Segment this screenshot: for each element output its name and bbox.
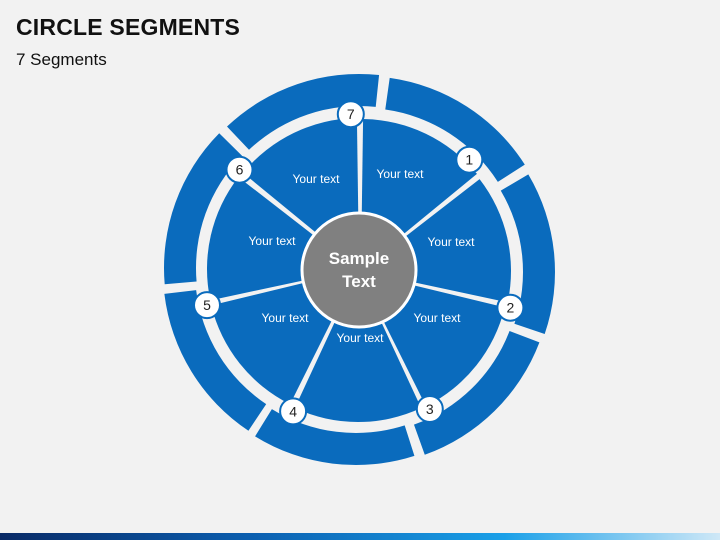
- outer-ring-segment-7: [227, 73, 380, 150]
- segment-label-3: Your text: [414, 311, 462, 325]
- segment-number-3: 3: [426, 401, 434, 417]
- segment-number-badge-1: 1: [455, 145, 484, 174]
- segment-label-2: Your text: [428, 235, 476, 249]
- outer-ring-segment-5: [164, 290, 267, 431]
- center-circle: [300, 211, 418, 329]
- outer-ring-segment-1: [385, 77, 525, 182]
- footer-gradient-bar: [0, 533, 720, 540]
- segment-wedge-4: [294, 272, 422, 422]
- segment-label-5: Your text: [262, 311, 310, 325]
- segment-number-badge-3: 3: [415, 395, 444, 423]
- segment-number-5: 5: [203, 297, 211, 313]
- segment-number-badge-2: 2: [496, 293, 525, 322]
- segment-label-7: Your text: [293, 172, 341, 186]
- center-text-line1: Sample: [329, 249, 389, 268]
- segment-number-badge-6: 6: [225, 155, 254, 184]
- outer-ring-segment-6: [163, 133, 243, 285]
- segment-number-badge-7: 7: [336, 100, 365, 129]
- page-subtitle: 7 Segments: [16, 50, 107, 69]
- segment-number-7: 7: [347, 106, 355, 122]
- segment-number-badge-5: 5: [193, 291, 221, 320]
- segment-number-2: 2: [507, 300, 515, 316]
- outer-ring-segment-3: [413, 330, 540, 455]
- segment-label-4: Your text: [337, 331, 385, 345]
- page-title: CIRCLE SEGMENTS: [16, 14, 241, 40]
- segment-number-1: 1: [465, 152, 473, 168]
- segment-label-1: Your text: [377, 167, 425, 181]
- outer-ring-segment-2: [500, 174, 555, 335]
- segment-label-6: Your text: [249, 234, 297, 248]
- segment-number-6: 6: [236, 162, 244, 178]
- segment-number-badge-4: 4: [279, 397, 308, 426]
- center-text-line2: Text: [342, 272, 376, 291]
- segment-number-4: 4: [289, 403, 297, 419]
